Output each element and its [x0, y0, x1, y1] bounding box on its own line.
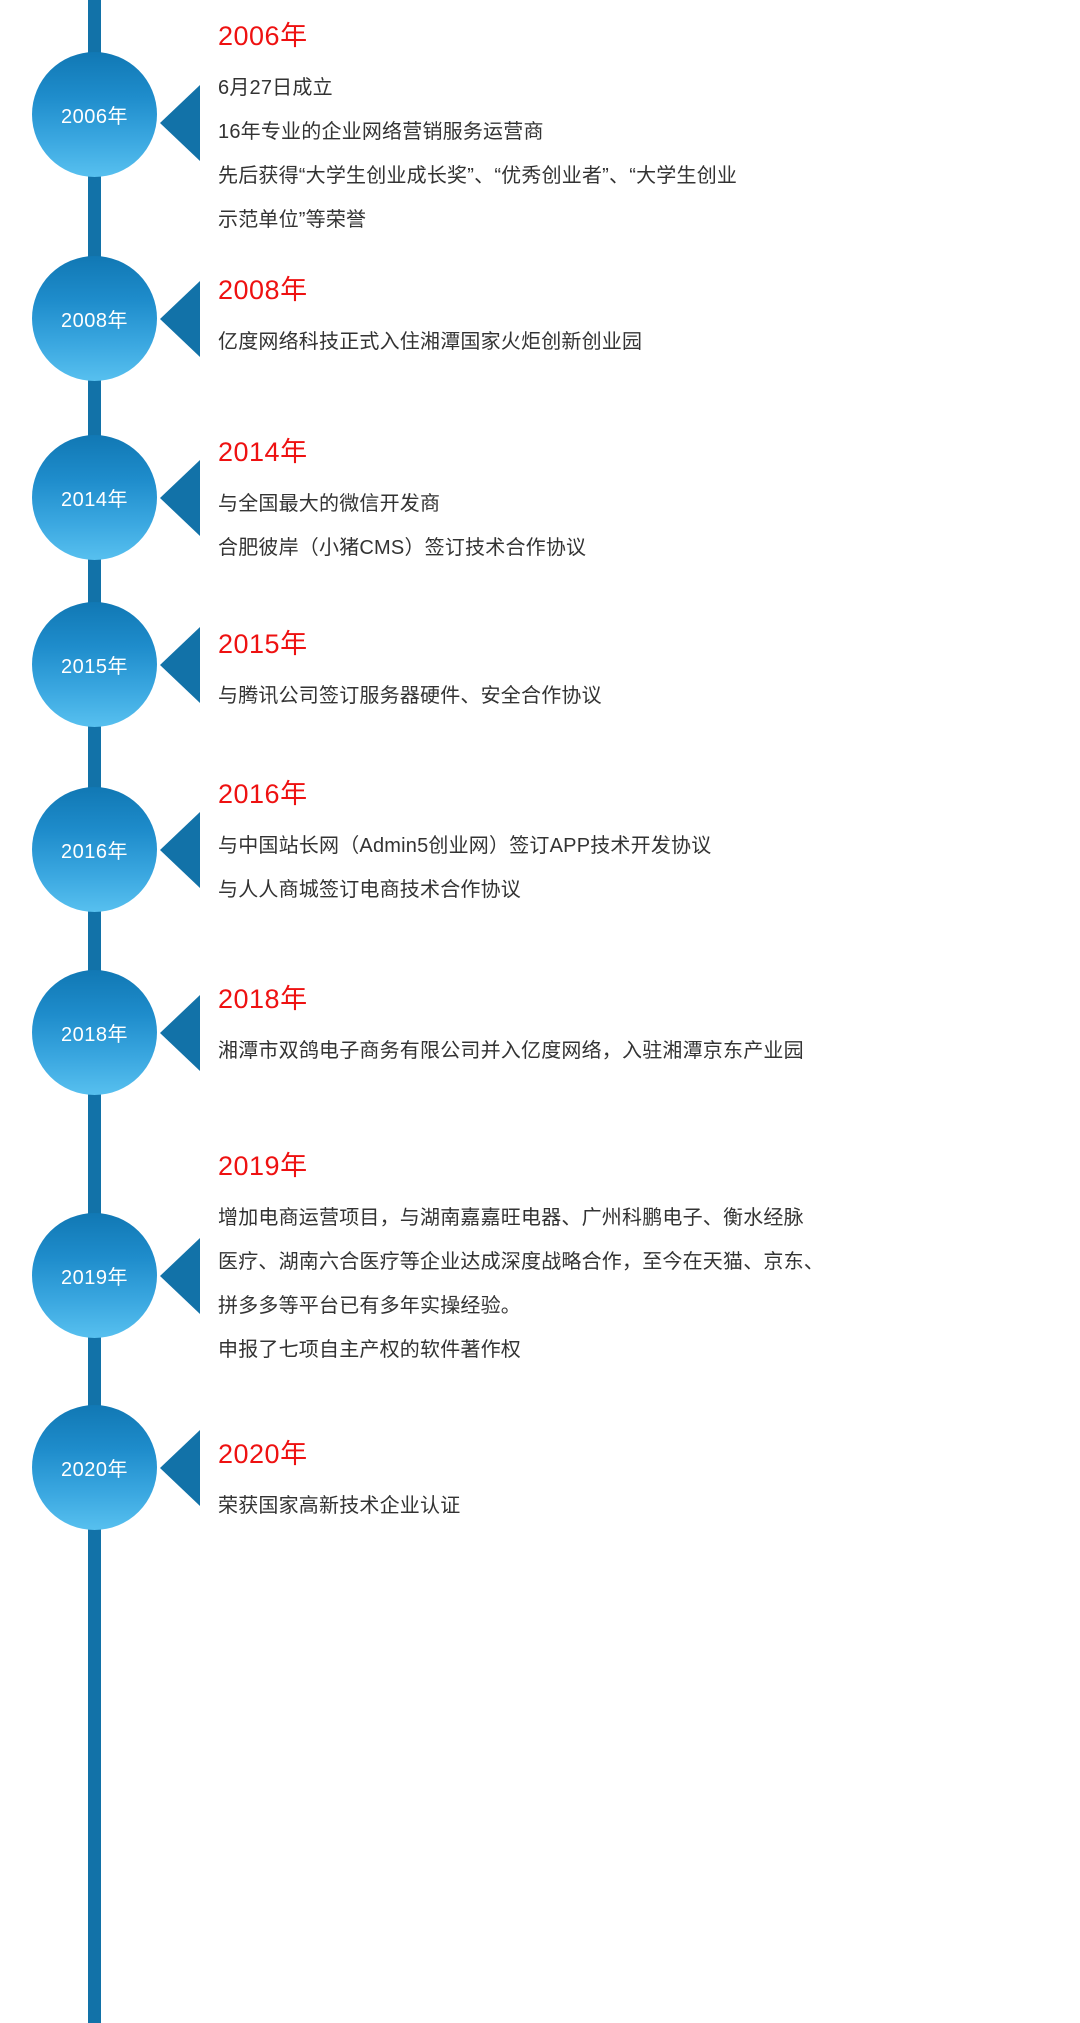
- timeline-pointer-icon: [160, 1238, 200, 1314]
- timeline-description-line: 合肥彼岸（小猪CMS）签订技术合作协议: [218, 536, 587, 559]
- timeline-entry-content: 2020年荣获国家高新技术企业认证: [218, 1439, 1073, 1528]
- timeline-entry-content: 2014年与全国最大的微信开发商合肥彼岸（小猪CMS）签订技术合作协议: [218, 437, 1073, 570]
- timeline-pointer-icon: [160, 460, 200, 536]
- timeline-description-line: 示范单位”等荣誉: [218, 208, 367, 231]
- timeline-node-2015年[interactable]: 2015年: [32, 602, 157, 727]
- timeline-year-heading: 2008年: [218, 275, 308, 305]
- timeline-node-2016年[interactable]: 2016年: [32, 787, 157, 912]
- timeline-description-line: 与腾讯公司签订服务器硬件、安全合作协议: [218, 684, 602, 707]
- timeline-year-heading: 2016年: [218, 779, 308, 809]
- timeline-description-line: 申报了七项自主产权的软件著作权: [218, 1338, 521, 1361]
- timeline-year-heading: 2020年: [218, 1439, 308, 1469]
- timeline-description-line: 先后获得“大学生创业成长奖”、“优秀创业者”、“大学生创业: [218, 164, 738, 187]
- timeline-node-2014年[interactable]: 2014年: [32, 435, 157, 560]
- timeline-node-2018年[interactable]: 2018年: [32, 970, 157, 1095]
- timeline-description-line: 医疗、湖南六合医疗等企业达成深度战略合作，至今在天猫、京东、: [218, 1250, 824, 1273]
- timeline-description-line: 16年专业的企业网络营销服务运营商: [218, 120, 544, 143]
- timeline-description-line: 6月27日成立: [218, 76, 333, 99]
- timeline-description-line: 亿度网络科技正式入住湘潭国家火炬创新创业园: [218, 330, 643, 353]
- timeline-description-line: 与人人商城签订电商技术合作协议: [218, 878, 521, 901]
- timeline-pointer-icon: [160, 812, 200, 888]
- timeline-node-label: 2014年: [61, 489, 128, 511]
- timeline-pointer-icon: [160, 995, 200, 1071]
- timeline-node-2008年[interactable]: 2008年: [32, 256, 157, 381]
- timeline-year-heading: 2014年: [218, 437, 308, 467]
- timeline-entry-content: 2008年亿度网络科技正式入住湘潭国家火炬创新创业园: [218, 275, 1073, 364]
- timeline-node-2019年[interactable]: 2019年: [32, 1213, 157, 1338]
- timeline-pointer-icon: [160, 281, 200, 357]
- timeline-node-label: 2019年: [61, 1267, 128, 1289]
- timeline-node-label: 2008年: [61, 310, 128, 332]
- timeline-description-line: 增加电商运营项目，与湖南嘉嘉旺电器、广州科鹏电子、衡水经脉: [218, 1206, 804, 1229]
- timeline-node-2020年[interactable]: 2020年: [32, 1405, 157, 1530]
- timeline-pointer-icon: [160, 1430, 200, 1506]
- timeline-description-line: 湘潭市双鸽电子商务有限公司并入亿度网络，入驻湘潭京东产业园: [218, 1039, 804, 1062]
- timeline-entry-content: 2016年与中国站长网（Admin5创业网）签订APP技术开发协议与人人商城签订…: [218, 779, 1073, 912]
- timeline-pointer-icon: [160, 85, 200, 161]
- timeline-description-line: 与全国最大的微信开发商: [218, 492, 441, 515]
- timeline-description-line: 拼多多等平台已有多年实操经验。: [218, 1294, 521, 1317]
- timeline-year-heading: 2015年: [218, 629, 308, 659]
- timeline-node-label: 2006年: [61, 106, 128, 128]
- timeline-entry-content: 2015年与腾讯公司签订服务器硬件、安全合作协议: [218, 629, 1073, 718]
- timeline-node-label: 2020年: [61, 1459, 128, 1481]
- timeline-node-label: 2015年: [61, 656, 128, 678]
- timeline-entry-content: 2018年湘潭市双鸽电子商务有限公司并入亿度网络，入驻湘潭京东产业园: [218, 984, 1073, 1073]
- timeline-description-line: 荣获国家高新技术企业认证: [218, 1494, 461, 1517]
- timeline-pointer-icon: [160, 627, 200, 703]
- timeline-description-line: 与中国站长网（Admin5创业网）签订APP技术开发协议: [218, 834, 712, 857]
- timeline-year-heading: 2019年: [218, 1151, 308, 1181]
- timeline-entry-content: 2006年 6月27日成立 16年专业的企业网络营销服务运营商先后获得“大学生创业成…: [218, 21, 1073, 242]
- timeline-node-label: 2018年: [61, 1024, 128, 1046]
- timeline-node-label: 2016年: [61, 841, 128, 863]
- timeline-node-2006年[interactable]: 2006年: [32, 52, 157, 177]
- timeline-year-heading: 2006年: [218, 21, 308, 51]
- timeline-year-heading: 2018年: [218, 984, 308, 1014]
- timeline-entry-content: 2019年增加电商运营项目，与湖南嘉嘉旺电器、广州科鹏电子、衡水经脉医疗、湖南六…: [218, 1151, 1073, 1372]
